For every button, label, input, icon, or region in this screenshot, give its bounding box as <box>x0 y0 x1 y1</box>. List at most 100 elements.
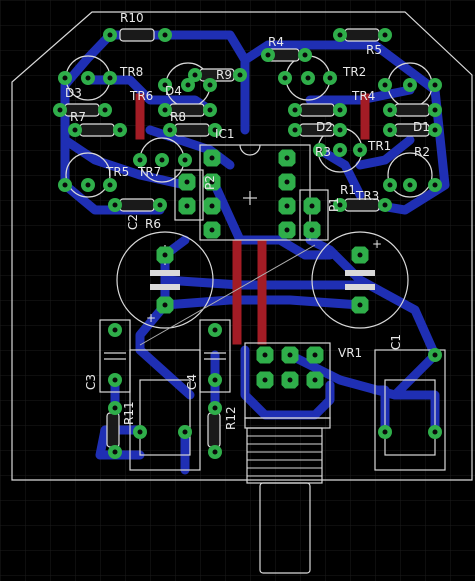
drill-hole <box>162 32 168 38</box>
label-r11: R11 <box>122 401 136 425</box>
label-c1: C1 <box>389 334 403 350</box>
drill-hole <box>162 107 168 113</box>
drill-hole <box>432 182 438 188</box>
drill-hole <box>107 182 113 188</box>
drill-hole <box>337 147 343 153</box>
drill-hole <box>312 352 318 358</box>
electrolytic-capacitors: + + <box>116 231 409 329</box>
label-vr1: VR1 <box>338 346 362 360</box>
drill-hole <box>112 202 118 208</box>
drill-hole <box>112 449 118 455</box>
drill-hole <box>209 227 215 233</box>
drill-hole <box>102 107 108 113</box>
label-r10: R10 <box>120 11 144 25</box>
label-tr1: TR1 <box>367 139 391 153</box>
drill-hole <box>337 202 343 208</box>
label-r9: R9 <box>216 68 232 82</box>
ic1-outline <box>199 144 311 241</box>
label-r3: R3 <box>315 145 331 159</box>
drill-hole <box>62 182 68 188</box>
drill-hole <box>282 75 288 81</box>
drill-hole <box>192 72 198 78</box>
vr1-potentiometer <box>244 342 331 574</box>
label-c2: C2 <box>126 214 140 230</box>
drill-hole <box>162 252 168 258</box>
label-tr3: TR3 <box>355 189 379 203</box>
label-d2: D2 <box>316 120 333 134</box>
label-ic1: IC1 <box>215 127 235 141</box>
label-c4: C4 <box>185 374 199 390</box>
drill-hole <box>432 107 438 113</box>
drill-hole <box>387 182 393 188</box>
drill-hole <box>207 107 213 113</box>
label-d4: D4 <box>165 84 182 98</box>
drill-hole <box>357 147 363 153</box>
drill-hole <box>407 182 413 188</box>
drill-hole <box>432 352 438 358</box>
label-r2: R2 <box>414 145 430 159</box>
drill-hole <box>167 127 173 133</box>
label-r1: R1 <box>340 183 356 197</box>
label-c3: C3 <box>84 374 98 390</box>
drill-hole <box>262 377 268 383</box>
airwire <box>139 244 316 346</box>
label-d3: D3 <box>65 86 82 100</box>
label-tr7: TR7 <box>137 165 161 179</box>
svg-text:+: + <box>372 237 382 251</box>
drill-hole <box>237 72 243 78</box>
drill-hole <box>382 82 388 88</box>
drill-hole <box>212 449 218 455</box>
pads <box>53 28 442 459</box>
drill-hole <box>117 127 123 133</box>
drill-hole <box>284 227 290 233</box>
drill-hole <box>57 107 63 113</box>
drill-hole <box>387 127 393 133</box>
label-r5: R5 <box>366 43 382 57</box>
drill-hole <box>212 405 218 411</box>
label-p1: P1 <box>327 197 341 212</box>
drill-hole <box>287 352 293 358</box>
drill-hole <box>209 155 215 161</box>
label-r7: R7 <box>70 110 86 124</box>
resistor-outlines <box>64 28 430 448</box>
drill-hole <box>337 32 343 38</box>
drill-hole <box>157 202 163 208</box>
label-p2: P2 <box>203 175 217 190</box>
drill-hole <box>62 75 68 81</box>
drill-hole <box>284 179 290 185</box>
drill-hole <box>265 52 271 58</box>
label-tr5: TR5 <box>105 165 129 179</box>
drill-hole <box>357 302 363 308</box>
label-r6: R6 <box>145 217 161 231</box>
drill-hole <box>337 127 343 133</box>
component-labels: R10 R4 R5 TR8 TR2 R9 D3 TR6 D4 TR4 R7 R8… <box>65 11 430 430</box>
drill-hole <box>382 429 388 435</box>
drill-hole <box>262 352 268 358</box>
drill-hole <box>182 429 188 435</box>
drill-hole <box>337 107 343 113</box>
drill-hole <box>209 179 215 185</box>
drill-hole <box>207 82 213 88</box>
drill-hole <box>327 75 333 81</box>
drill-hole <box>357 252 363 258</box>
label-r12: R12 <box>224 406 238 430</box>
drill-hole <box>112 405 118 411</box>
label-tr4: TR4 <box>351 89 375 103</box>
drill-hole <box>309 227 315 233</box>
drill-hole <box>382 202 388 208</box>
drill-hole <box>292 107 298 113</box>
drill-hole <box>137 157 143 163</box>
drill-hole <box>107 32 113 38</box>
drill-hole <box>284 155 290 161</box>
drill-hole <box>85 182 91 188</box>
drill-hole <box>212 127 218 133</box>
drill-hole <box>212 327 218 333</box>
preset-outlines <box>174 169 329 241</box>
drill-hole <box>137 429 143 435</box>
drill-hole <box>284 203 290 209</box>
drill-hole <box>112 377 118 383</box>
label-d1: D1 <box>413 120 430 134</box>
drill-hole <box>182 157 188 163</box>
film-capacitors-and-jacks <box>99 319 446 471</box>
